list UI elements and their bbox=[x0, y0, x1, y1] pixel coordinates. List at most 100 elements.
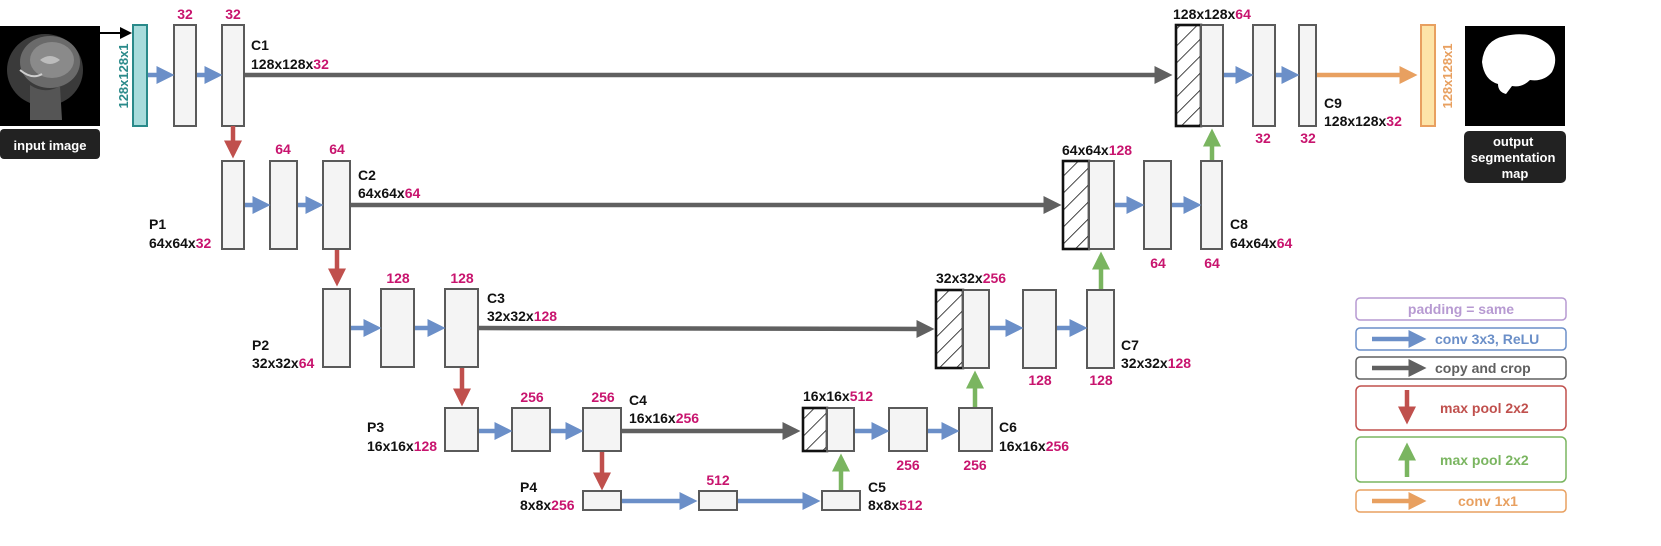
c3a-channels: 128 bbox=[386, 270, 410, 286]
c7-block-a bbox=[1022, 289, 1057, 369]
legend: padding = same conv 3x3, ReLU copy and c… bbox=[1355, 297, 1567, 513]
concat4-dims: 16x16x512 bbox=[803, 388, 873, 404]
p1-block bbox=[221, 160, 245, 250]
c6-block-b bbox=[958, 407, 993, 452]
c4a-channels: 256 bbox=[520, 389, 544, 405]
c8a-channels: 64 bbox=[1150, 255, 1166, 271]
c2a-channels: 64 bbox=[275, 141, 291, 157]
c9-block-a bbox=[1252, 24, 1276, 127]
c7-block-b bbox=[1086, 289, 1115, 369]
p4-dims: 8x8x256 bbox=[520, 497, 575, 513]
legend-padding: padding = same bbox=[1408, 301, 1514, 317]
output-label-box bbox=[1464, 131, 1566, 183]
c7-dims: 32x32x128 bbox=[1121, 355, 1191, 371]
concat-block-2 bbox=[1061, 159, 1091, 251]
c4b-channels: 256 bbox=[591, 389, 615, 405]
legend-conv3: conv 3x3, ReLU bbox=[1435, 331, 1539, 347]
p2-dims: 32x32x64 bbox=[252, 355, 315, 371]
output-size: 128x128x1 bbox=[1440, 43, 1455, 108]
c9-block-b bbox=[1298, 24, 1317, 127]
p3-dims: 16x16x128 bbox=[367, 438, 437, 454]
input-image-thumbnail bbox=[0, 26, 100, 126]
input-block bbox=[132, 24, 148, 127]
legend-copy: copy and crop bbox=[1435, 360, 1531, 376]
output-label: output segmentation map bbox=[1471, 134, 1559, 181]
c3-block-b bbox=[444, 288, 479, 368]
c3-block-a bbox=[380, 288, 415, 368]
c7b-channels: 128 bbox=[1089, 372, 1113, 388]
concat2-dims: 64x64x128 bbox=[1062, 142, 1132, 158]
p2-block bbox=[322, 288, 351, 368]
up-block-1 bbox=[1200, 24, 1224, 127]
c9-name: C9 bbox=[1324, 95, 1342, 111]
c2-name: C2 bbox=[358, 167, 376, 183]
p1-dims: 64x64x32 bbox=[149, 235, 212, 251]
c3-name: C3 bbox=[487, 290, 505, 306]
p2-name: P2 bbox=[252, 337, 269, 353]
c4-name: C4 bbox=[629, 392, 647, 408]
c4-dims: 16x16x256 bbox=[629, 410, 699, 426]
up-block-3 bbox=[962, 289, 990, 369]
c5-dims: 8x8x512 bbox=[868, 497, 923, 513]
c8-name: C8 bbox=[1230, 216, 1248, 232]
c9a-channels: 32 bbox=[1255, 130, 1271, 146]
c8b-channels: 64 bbox=[1204, 255, 1220, 271]
c1-name: C1 bbox=[251, 37, 269, 53]
c6-block-a bbox=[888, 407, 928, 452]
input-image-label: input image bbox=[14, 138, 87, 153]
c3-dims: 32x32x128 bbox=[487, 308, 557, 324]
legend-pool-up: max pool 2x2 bbox=[1440, 452, 1529, 468]
c5-channels: 512 bbox=[706, 472, 730, 488]
c2-dims: 64x64x64 bbox=[358, 185, 421, 201]
c5-block-b bbox=[821, 490, 861, 511]
p3-name: P3 bbox=[367, 419, 384, 435]
c8-block-a bbox=[1143, 160, 1172, 250]
c9b-channels: 32 bbox=[1300, 130, 1316, 146]
c5-block-a bbox=[698, 490, 738, 511]
c7-name: C7 bbox=[1121, 337, 1139, 353]
c8-block-b bbox=[1200, 160, 1223, 250]
output-block bbox=[1420, 24, 1436, 127]
legend-conv1: conv 1x1 bbox=[1458, 493, 1518, 509]
c1-block-b bbox=[221, 24, 245, 127]
c3b-channels: 128 bbox=[450, 270, 474, 286]
concat-block-1 bbox=[1174, 23, 1203, 128]
concat3-dims: 32x32x256 bbox=[936, 270, 1006, 286]
c6b-channels: 256 bbox=[963, 457, 987, 473]
c5-name: C5 bbox=[868, 479, 886, 495]
p3-block bbox=[444, 407, 479, 452]
p1-name: P1 bbox=[149, 216, 166, 232]
copy-arrow-3 bbox=[478, 319, 935, 338]
c6a-channels: 256 bbox=[896, 457, 920, 473]
c1-dims: 128x128x32 bbox=[251, 56, 329, 72]
c1b-channels: 32 bbox=[225, 6, 241, 22]
output-map-thumbnail bbox=[1465, 26, 1565, 126]
output-label-line1: output bbox=[1493, 134, 1534, 149]
concat1-dims: 128x128x64 bbox=[1173, 6, 1251, 22]
concat-block-3 bbox=[934, 288, 965, 370]
p4-block bbox=[582, 490, 622, 511]
legend-pool-down: max pool 2x2 bbox=[1440, 400, 1529, 416]
legend-padding-box bbox=[1355, 297, 1567, 321]
c8-dims: 64x64x64 bbox=[1230, 235, 1293, 251]
input-image-label-box bbox=[0, 129, 100, 159]
c2-block-b bbox=[322, 160, 351, 250]
up-block-2 bbox=[1088, 160, 1115, 250]
c6-name: C6 bbox=[999, 419, 1017, 435]
c9-dims: 128x128x32 bbox=[1324, 113, 1402, 129]
input-size: 128x128x1 bbox=[116, 43, 131, 108]
c4-block-a bbox=[511, 407, 551, 452]
c1-block-a bbox=[173, 24, 197, 127]
c4-block-b bbox=[582, 407, 622, 452]
concat-block-4 bbox=[801, 406, 829, 453]
c2b-channels: 64 bbox=[329, 141, 345, 157]
output-label-line2: segmentation bbox=[1471, 150, 1556, 165]
c2-block-a bbox=[269, 160, 298, 250]
output-label-line3: map bbox=[1502, 166, 1529, 181]
c1a-channels: 32 bbox=[177, 6, 193, 22]
c7a-channels: 128 bbox=[1028, 372, 1052, 388]
c6-dims: 16x16x256 bbox=[999, 438, 1069, 454]
up-block-4 bbox=[826, 407, 855, 452]
p4-name: P4 bbox=[520, 479, 537, 495]
